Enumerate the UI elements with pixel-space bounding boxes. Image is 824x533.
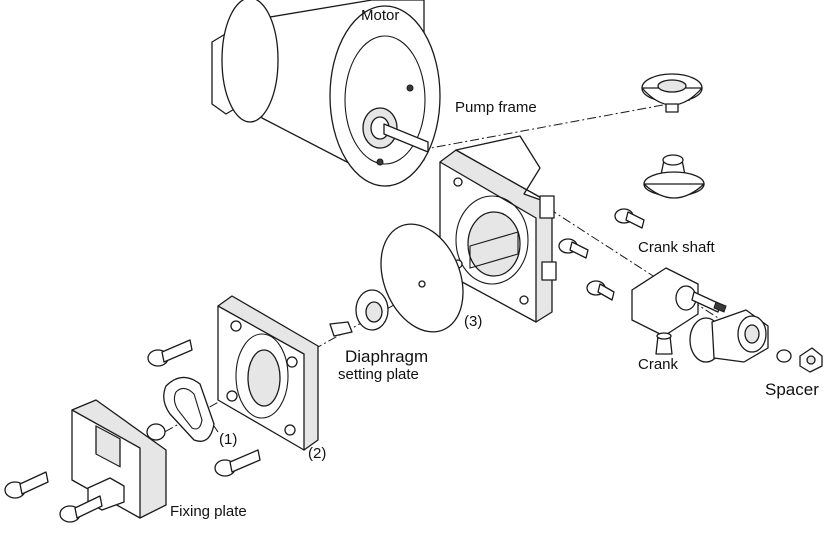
screw [59, 495, 103, 523]
screw [586, 280, 615, 301]
label-fixing-plate: Fixing plate [170, 503, 247, 520]
label-setting-plate: setting plate [338, 366, 419, 383]
spacer [776, 347, 823, 373]
crank [655, 332, 673, 355]
crank-shaft-cup-lower [643, 154, 705, 199]
valve-gasket [163, 376, 215, 442]
fixing-plate [71, 399, 167, 519]
label-pump-frame: Pump frame [455, 99, 537, 116]
screw [4, 471, 49, 499]
label-callout-2: (2) [308, 445, 327, 462]
label-motor: Motor [361, 7, 400, 24]
pump-head [217, 295, 319, 451]
label-spacer: Spacer [765, 380, 819, 399]
label-diaphragm: Diaphragm [345, 347, 429, 366]
label-crank: Crank [638, 356, 679, 373]
diaphragm [380, 223, 464, 333]
crank-shaft-cup-upper [641, 73, 703, 113]
diaphragm-setting-plate [329, 289, 389, 337]
pump-frame [439, 135, 557, 323]
crank-shaft-eccentric [689, 309, 769, 363]
crank-block [631, 267, 727, 337]
callout-1-leader [213, 425, 219, 433]
label-callout-1: (1) [219, 431, 238, 448]
label-crank-shaft: Crank shaft [638, 239, 715, 256]
screw [147, 339, 193, 367]
screw [214, 449, 261, 477]
screw [558, 238, 589, 259]
motor [211, 0, 441, 187]
screw [614, 208, 645, 229]
label-callout-3: (3) [464, 313, 483, 330]
screws [4, 208, 645, 523]
